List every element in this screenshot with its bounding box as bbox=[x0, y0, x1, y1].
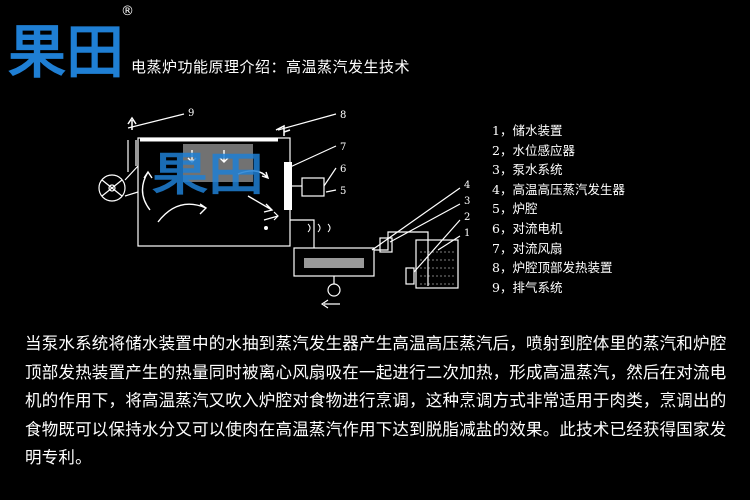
callout-6: 6 bbox=[340, 164, 346, 175]
registered-mark: ® bbox=[121, 4, 134, 19]
legend-item: 2，水位感应器 bbox=[492, 142, 575, 158]
callout-8: 8 bbox=[340, 110, 346, 121]
steam-pipe bbox=[290, 219, 315, 248]
legend-item: 5，炉腔 bbox=[492, 201, 538, 217]
diagram-watermark: 果田 bbox=[152, 147, 264, 201]
convection-fan bbox=[284, 162, 292, 210]
callout-7: 7 bbox=[340, 142, 346, 153]
brand-logo-text: 果田 bbox=[8, 18, 124, 84]
convection-motor bbox=[301, 177, 325, 197]
exhaust-duct bbox=[124, 140, 139, 197]
exhaust-fan bbox=[98, 174, 126, 202]
brand-logo: 果田 bbox=[8, 18, 124, 84]
page-title: 电蒸炉功能原理介绍：高温蒸汽发生技术 bbox=[131, 58, 411, 76]
water-storage-tank bbox=[415, 239, 459, 289]
callout-4: 4 bbox=[464, 180, 470, 191]
legend-item: 4，高温高压蒸汽发生器 bbox=[492, 181, 625, 197]
legend-item: 1，储水装置 bbox=[492, 123, 563, 138]
drain-valve bbox=[327, 283, 341, 297]
callout-2: 2 bbox=[464, 212, 470, 223]
callout-9: 9 bbox=[188, 108, 194, 119]
callout-5: 5 bbox=[340, 186, 346, 197]
legend-item: 9，排气系统 bbox=[492, 279, 563, 295]
legend-item: 8，炉腔顶部发热装置 bbox=[492, 260, 613, 276]
component-legend: 1，储水装置 2，水位感应器 3，泵水系统 4，高温高压蒸汽发生器 5，炉腔 6… bbox=[492, 121, 625, 297]
legend-item: 6，对流电机 bbox=[492, 220, 563, 236]
legend-item: 7，对流风扇 bbox=[492, 240, 563, 256]
description-paragraph: 当泵水系统将储水装置中的水抽到蒸汽发生器产生高温高压蒸汽后，喷射到腔体里的蒸汽和… bbox=[25, 334, 727, 467]
steam-fill bbox=[183, 144, 253, 182]
callout-1: 1 bbox=[464, 228, 470, 239]
legend-item: 3，泵水系统 bbox=[492, 162, 563, 178]
callout-3: 3 bbox=[464, 196, 470, 207]
water-level-sensor bbox=[405, 267, 415, 285]
oven-schematic: 9 8 7 6 5 4 3 2 1 果田 bbox=[98, 108, 470, 309]
airflow-arrows bbox=[141, 150, 274, 223]
